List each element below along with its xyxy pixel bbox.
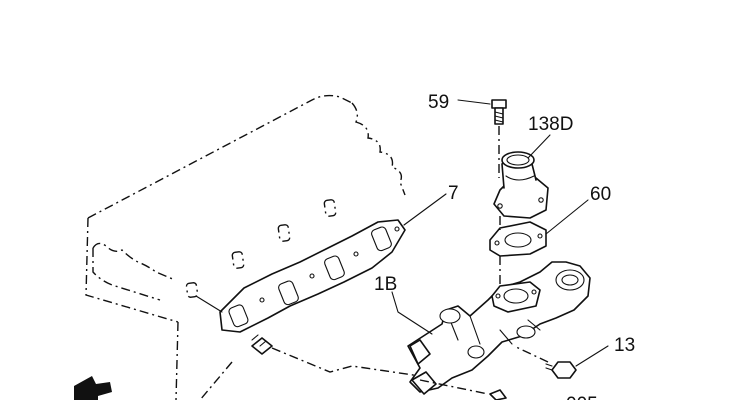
callout-1b: 1B [374,274,397,295]
exhaust-manifold [407,261,591,395]
flange-gasket [489,221,547,257]
manifold-gasket [195,219,406,333]
leader-lines [391,99,609,367]
callout-13: 13 [614,335,635,356]
callout-7: 7 [448,183,459,204]
bolt-13 [513,345,577,379]
outlet-elbow [493,151,549,219]
bolt-bottom [419,379,507,400]
callout-59: 59 [428,92,449,113]
cylinder-head-outline [85,94,406,400]
callout-60: 60 [590,184,611,205]
front-direction-arrow-icon [74,376,112,400]
bolt-59 [491,99,507,178]
stud-bolt [251,334,421,377]
callout-138d: 138D [528,114,573,135]
callout-partial: 005 [566,394,598,400]
